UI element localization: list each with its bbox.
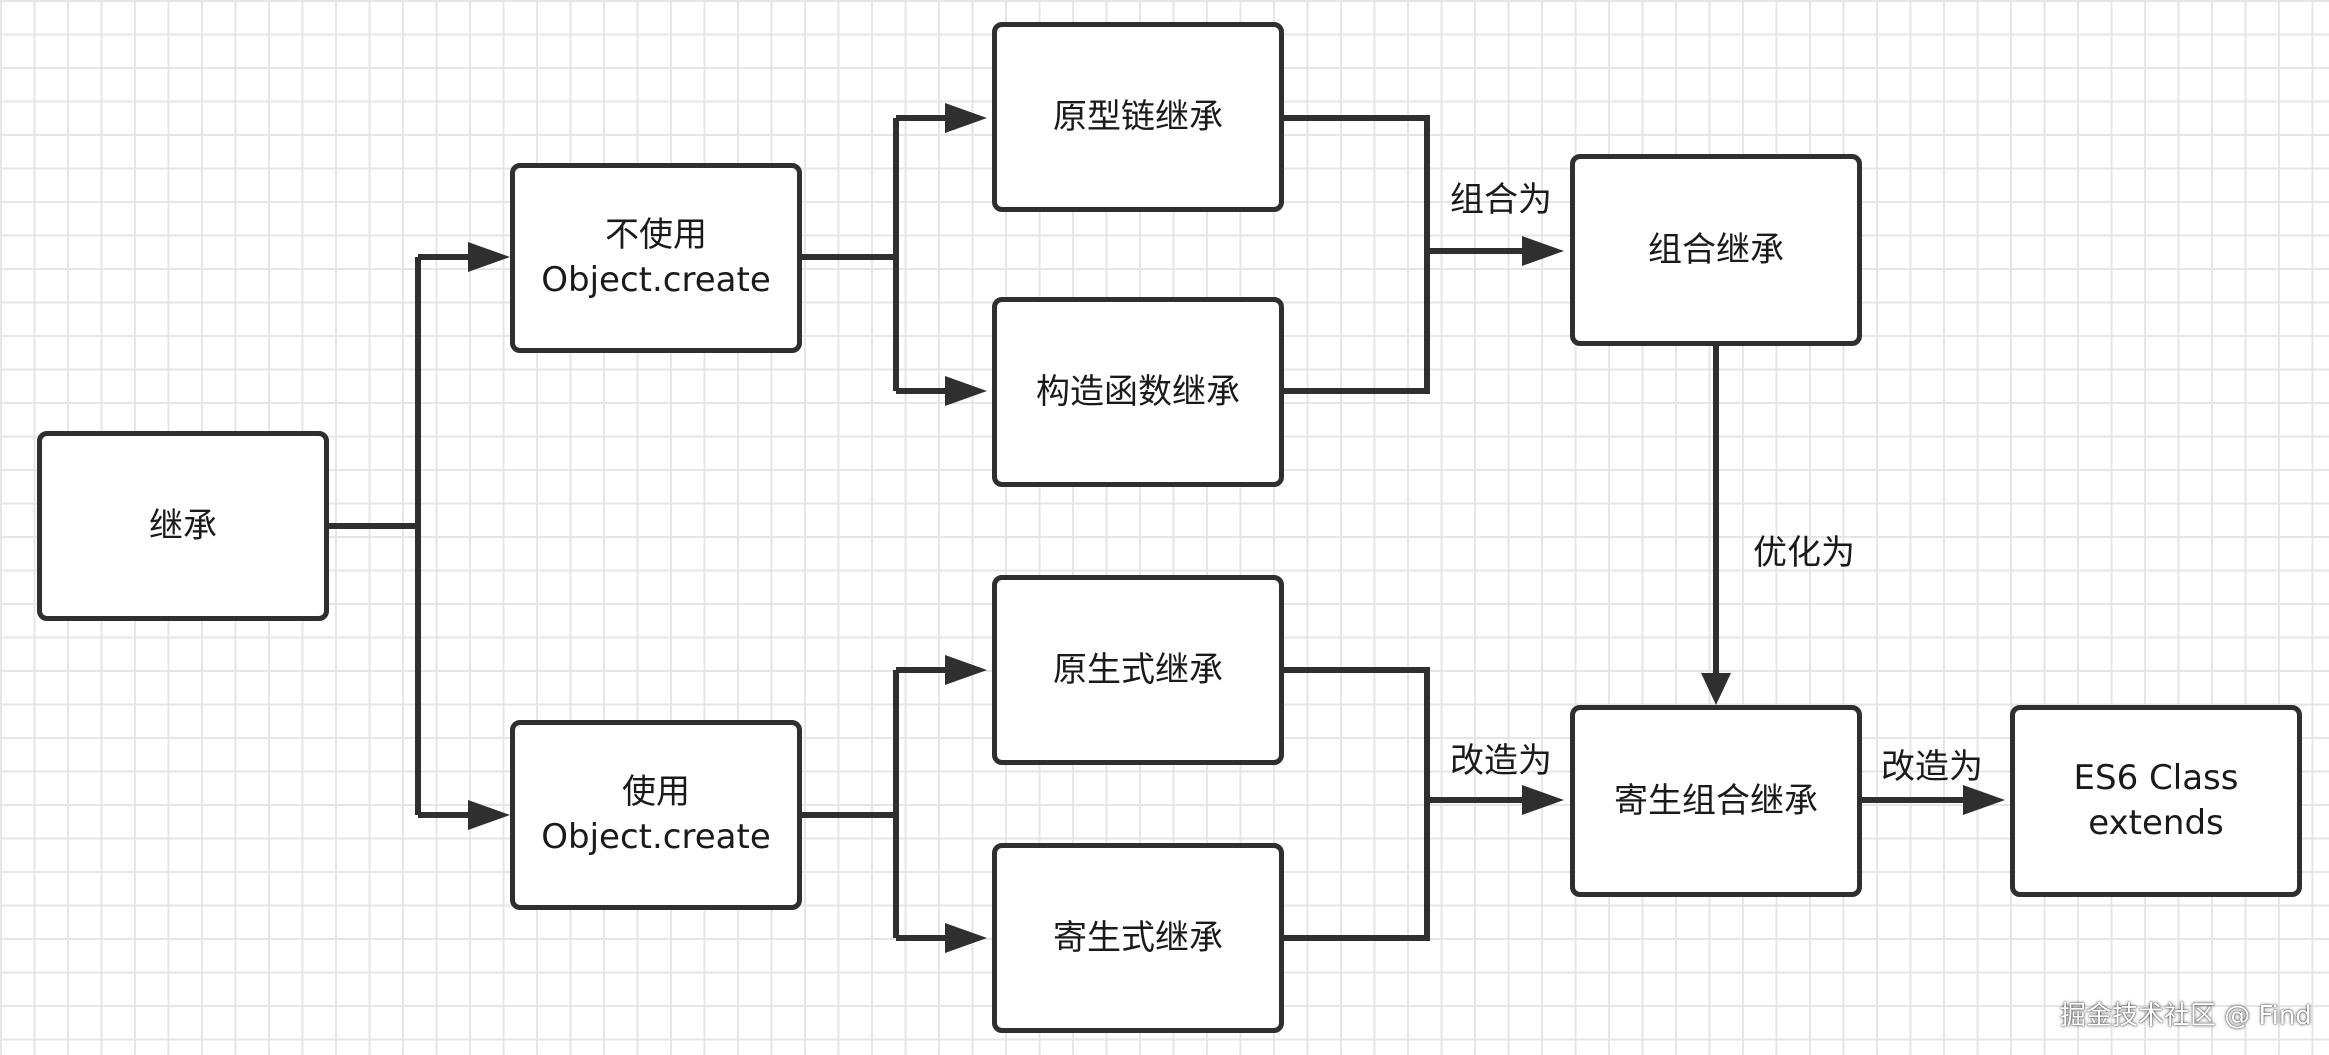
node-combination-label: 组合继承 [1648, 229, 1784, 270]
node-inheritance-label: 继承 [149, 505, 217, 546]
node-prototype-chain: 原型链继承 [992, 22, 1284, 212]
node-parasitic-combination: 寄生组合继承 [1570, 705, 1862, 897]
arrowhead-use-create [468, 800, 510, 830]
node-prototype-chain-label: 原型链继承 [1053, 96, 1223, 137]
node-prototypal: 原生式继承 [992, 575, 1284, 765]
node-parasitic-label: 寄生式继承 [1053, 917, 1223, 958]
edge-label-optimize-as: 优化为 [1753, 533, 1855, 573]
arrowhead-optimize [1701, 673, 1731, 705]
connector-merge-bottom [1282, 667, 1430, 941]
node-es6-class: ES6 Class extends [2010, 705, 2302, 897]
arrowhead-prototypal [945, 655, 987, 685]
node-inheritance: 继承 [37, 431, 329, 621]
arrowhead-combination [1522, 236, 1564, 266]
connector-merge-top [1282, 115, 1430, 394]
edge-label-transform-as: 改造为 [1450, 741, 1552, 781]
arrowhead-no-create [468, 242, 510, 272]
node-es6-class-line-2: extends [2088, 803, 2224, 843]
node-no-object-create-line-1: 不使用 [605, 215, 707, 256]
node-no-object-create-line-2: Object.create [541, 260, 771, 300]
node-no-object-create: 不使用 Object.create [510, 163, 802, 353]
arrowhead-parasitic-combination [1522, 785, 1564, 815]
node-constructor-label: 构造函数继承 [1036, 371, 1240, 412]
node-parasitic-combination-label: 寄生组合继承 [1614, 780, 1818, 821]
edge-label-transform-as-es6: 改造为 [1881, 747, 1983, 787]
arrowhead-parasitic [945, 923, 987, 953]
arrowhead-constructor [945, 376, 987, 406]
arrowhead-es6-class [1963, 785, 2005, 815]
node-use-object-create: 使用 Object.create [510, 720, 802, 910]
node-use-object-create-line-1: 使用 [622, 772, 690, 813]
arrowhead-prototype-chain [945, 103, 987, 133]
node-es6-class-line-1: ES6 Class [2073, 758, 2239, 799]
watermark: 掘金技术社区 @ Find [2060, 1001, 2312, 1031]
node-constructor: 构造函数继承 [992, 297, 1284, 487]
node-combination: 组合继承 [1570, 154, 1862, 346]
node-parasitic: 寄生式继承 [992, 843, 1284, 1033]
edge-label-combine-as: 组合为 [1450, 180, 1552, 220]
node-use-object-create-line-2: Object.create [541, 817, 771, 857]
node-prototypal-label: 原生式继承 [1053, 649, 1223, 690]
